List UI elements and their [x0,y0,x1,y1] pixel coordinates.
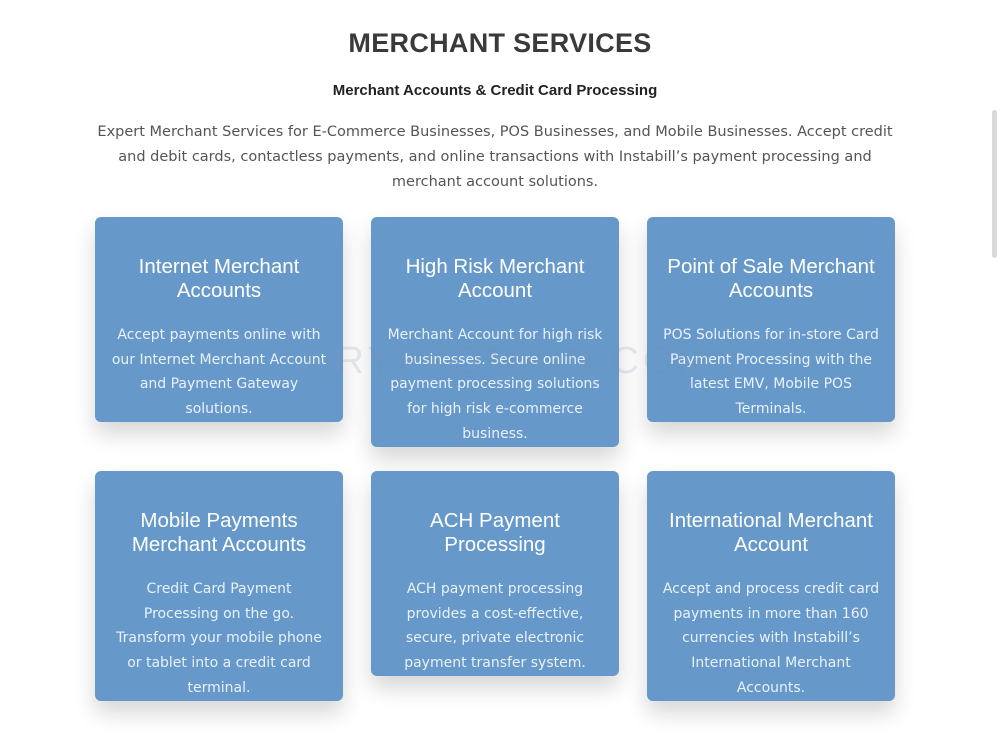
card-point-of-sale-merchant-accounts[interactable]: Point of Sale Merchant Accounts POS Solu… [647,217,895,422]
card-description: Merchant Account for high risk businesse… [387,327,603,442]
card-description: ACH payment processing provides a cost-e… [404,581,586,672]
card-description: Credit Card Payment Processing on the go… [116,581,322,696]
card-title: ACH Payment Processing [430,509,560,556]
card-title: Mobile Payments Merchant Accounts [131,509,307,556]
page-title: MERCHANT SERVICES [348,28,652,58]
card-high-risk-merchant-account[interactable]: High Risk Merchant Account Merchant Acco… [371,217,619,447]
card-title: Internet Merchant Accounts [138,255,300,302]
card-description: Accept payments online with our Internet… [111,327,327,418]
card-description: Accept and process credit card payments … [662,581,880,696]
card-mobile-payments-merchant-accounts[interactable]: Mobile Payments Merchant Accounts Credit… [95,471,343,701]
page-scrollbar[interactable] [992,110,997,258]
card-title: High Risk Merchant Account [405,255,585,302]
page-subtitle: Merchant Accounts & Credit Card Processi… [332,82,658,99]
card-description: POS Solutions for in-store Card Payment … [663,327,879,418]
card-ach-payment-processing[interactable]: ACH Payment Processing ACH payment proce… [371,471,619,676]
card-internet-merchant-accounts[interactable]: Internet Merchant Accounts Accept paymen… [95,217,343,422]
intro-paragraph: Expert Merchant Services for E-Commerce … [97,124,893,190]
card-title: International Merchant Account [669,509,873,556]
card-international-merchant-account[interactable]: International Merchant Account Accept an… [647,471,895,701]
card-title: Point of Sale Merchant Accounts [667,255,875,302]
